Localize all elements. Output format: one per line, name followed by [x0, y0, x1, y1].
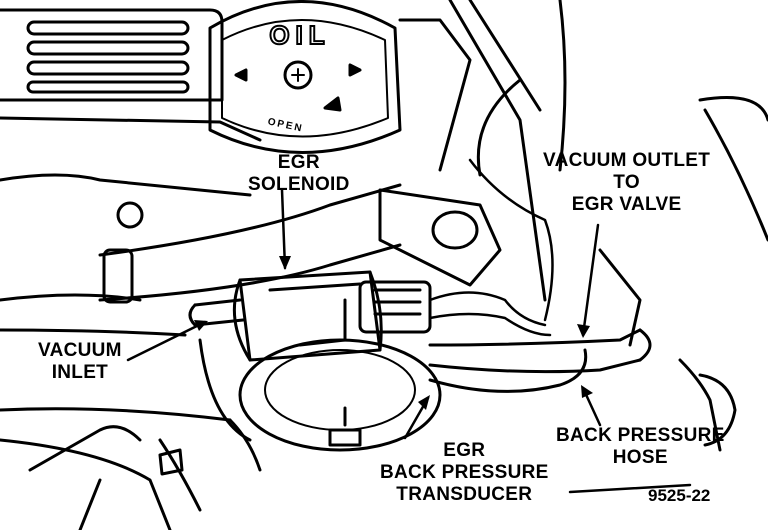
label-back-pressure-hose: BACK PRESSURE HOSE	[556, 425, 725, 468]
figure-number: 9525-22	[648, 486, 711, 505]
leader-lines	[126, 188, 692, 494]
egr-transducer-body	[198, 338, 442, 452]
engine-body-left	[0, 173, 252, 530]
back-pressure-hose	[428, 328, 652, 393]
engine-housing-right	[398, 0, 768, 302]
label-egr-back-pressure-transducer: EGR BACK PRESSURE TRANSDUCER	[380, 440, 549, 505]
bottom-hose	[78, 418, 262, 530]
label-vacuum-inlet: VACUUM INLET	[38, 340, 122, 383]
oil-cap	[208, 0, 402, 154]
cap-open-text: OPEN	[267, 116, 305, 134]
large-hose	[98, 183, 502, 304]
leader-arrowheads	[194, 256, 593, 410]
label-vacuum-outlet: VACUUM OUTLET TO EGR VALVE	[543, 150, 711, 215]
cap-oil-text: OIL	[269, 20, 330, 50]
wiring-harness	[428, 158, 554, 337]
egr-solenoid-body	[188, 270, 432, 362]
label-egr-solenoid: EGR SOLENOID	[248, 152, 350, 195]
engine-lower-right	[598, 248, 737, 452]
